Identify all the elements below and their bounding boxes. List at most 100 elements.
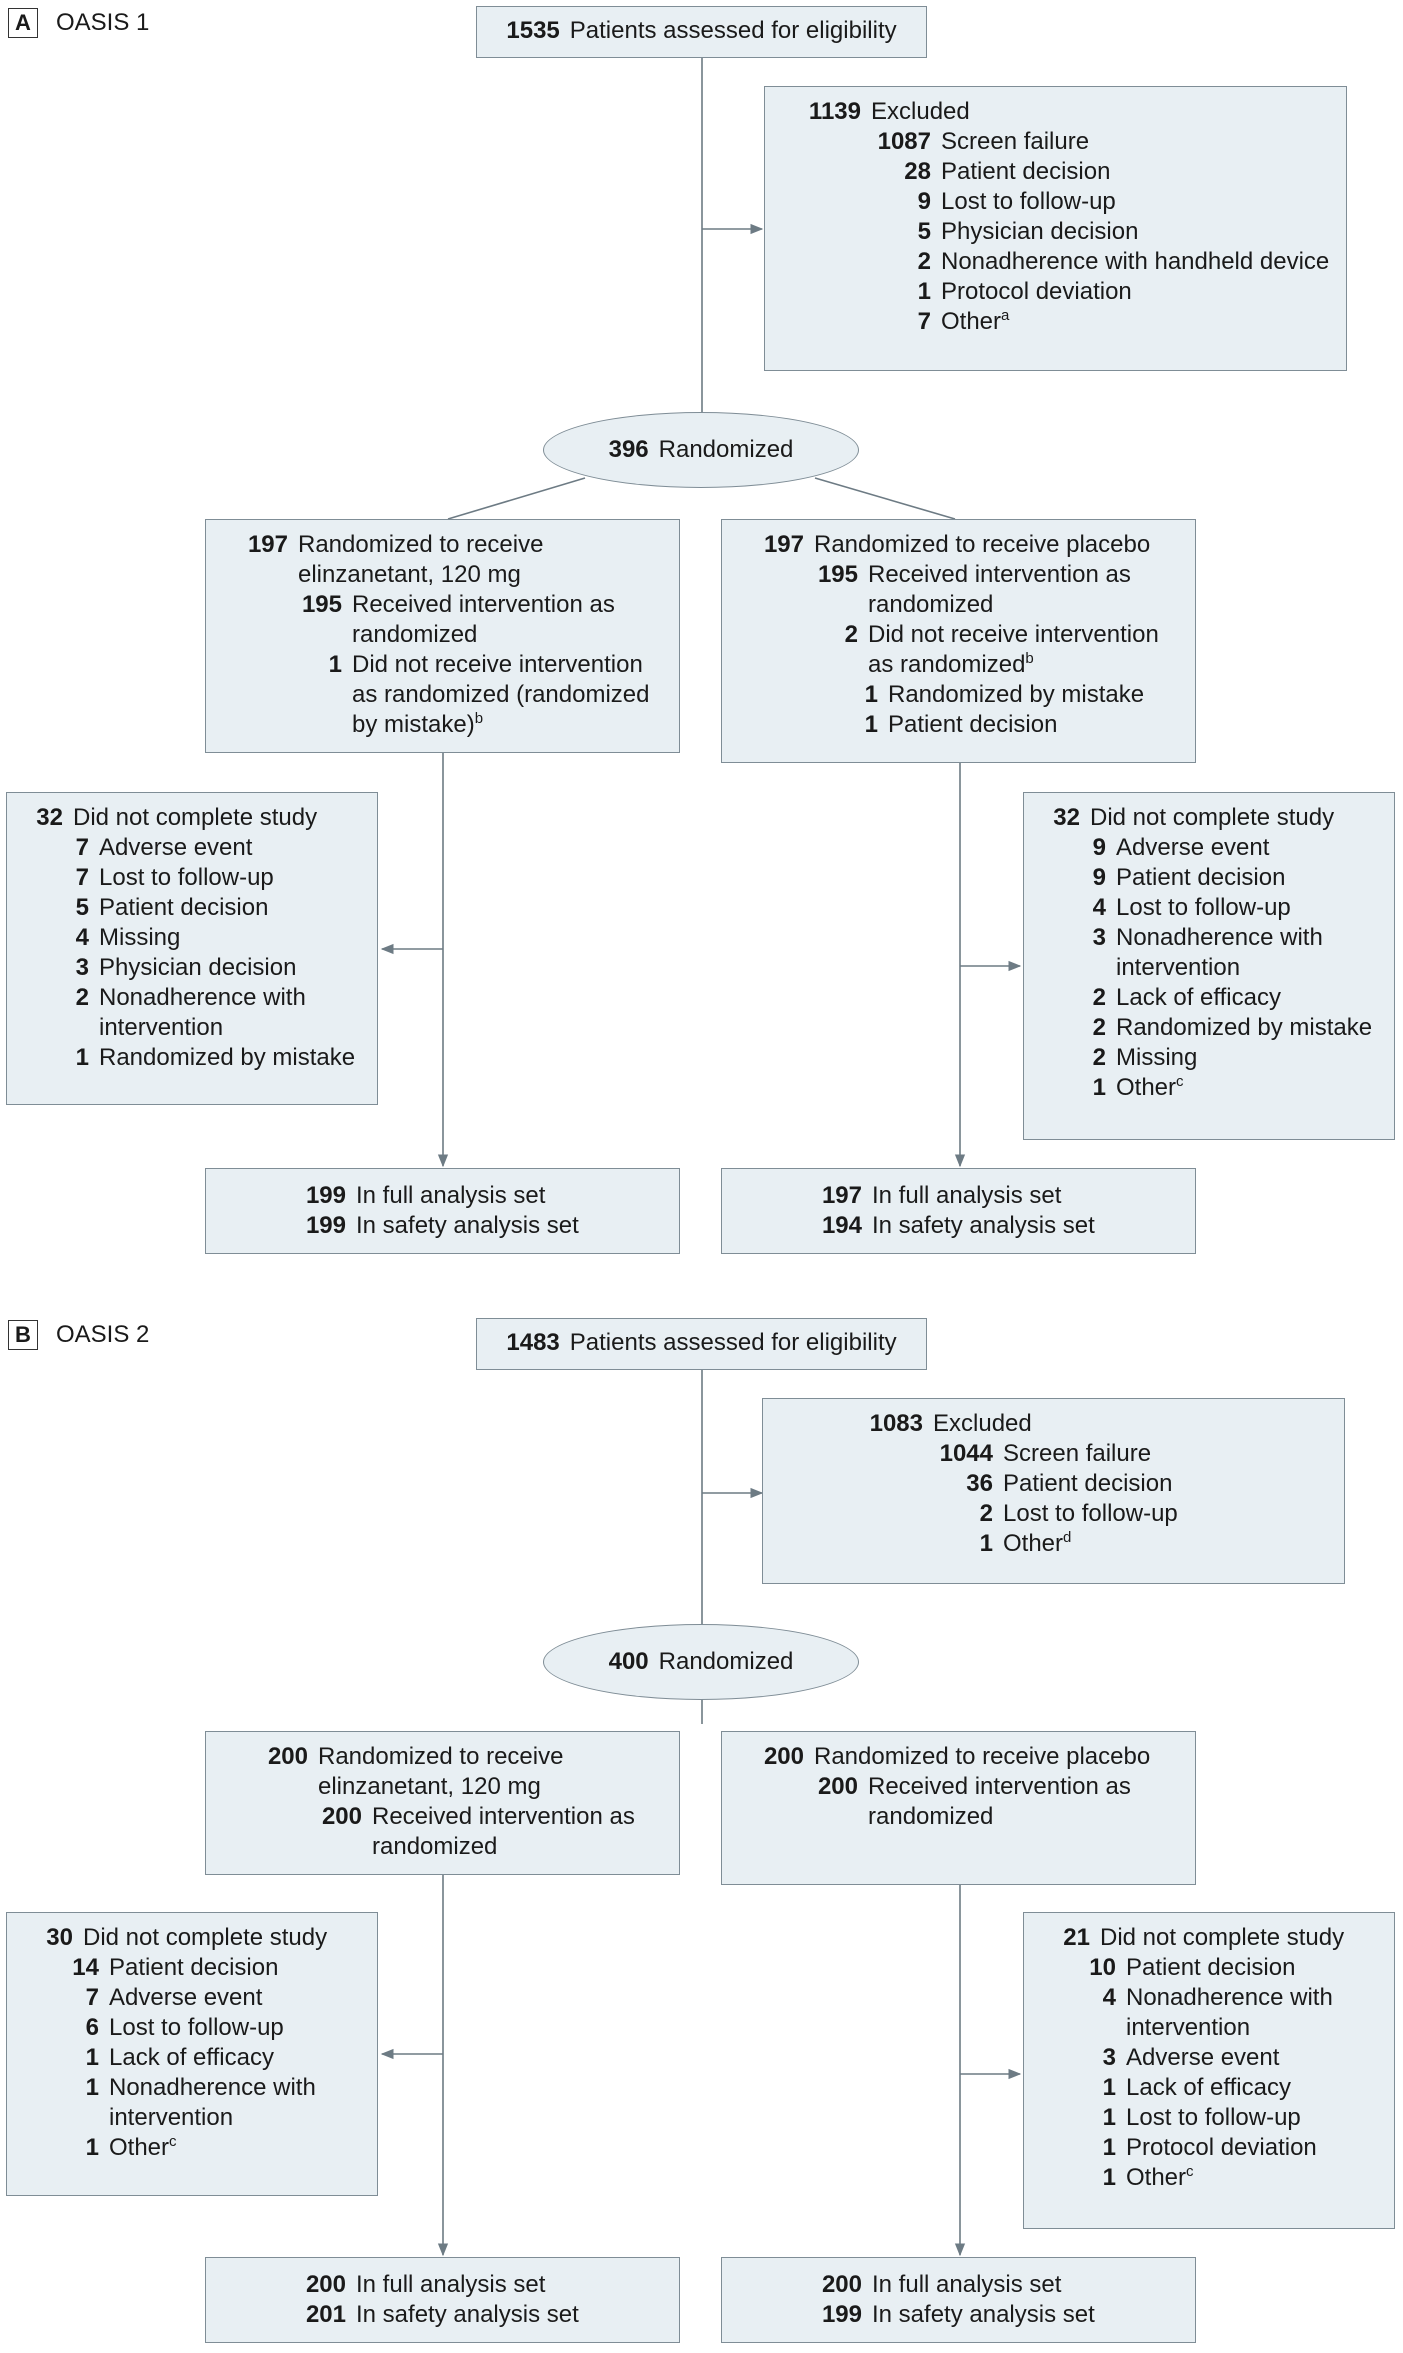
analysis-item-count: 199 xyxy=(305,1182,346,1209)
dropout-reason-count: 2 xyxy=(75,984,89,1011)
analysis-item-label: In full analysis set xyxy=(862,1181,1195,1211)
analysis-item-label: In safety analysis set xyxy=(346,2300,679,2330)
excluded-reason-label: Nonadherence with handheld device xyxy=(931,247,1346,277)
analysis-item-count: 200 xyxy=(305,2271,346,2298)
analysis-item-label: In safety analysis set xyxy=(862,1211,1195,1241)
analysis-item-text: In safety analysis set xyxy=(356,1212,579,1239)
analysis-item-text: In full analysis set xyxy=(356,2271,546,2298)
arm-sub-item-count: 200 xyxy=(817,1773,858,1800)
excluded-reason-text: Patient decision xyxy=(1003,1470,1173,1497)
dropout-reason-text: Randomized by mistake xyxy=(99,1044,356,1071)
dropout-reason-count: 2 xyxy=(1092,984,1106,1011)
dropout-reason-label: Lost to follow-up xyxy=(1106,893,1386,923)
analysis-item-text: In safety analysis set xyxy=(872,1212,1095,1239)
dropout-reason-count: 1 xyxy=(1102,2104,1116,2131)
arm-sub-item-label: Received intervention as randomized xyxy=(858,560,1183,620)
dropout-reason-label: Patient decision xyxy=(99,1953,369,1983)
randomized-label: Randomized xyxy=(658,436,794,463)
arm-sub-item-label: Received intervention as randomized xyxy=(858,1772,1183,1832)
arm-right-connector xyxy=(814,477,956,520)
dropout-reason-label: Physician decision xyxy=(89,953,369,983)
dropout-reason-label: Randomized by mistake xyxy=(89,1043,369,1073)
analysis-item-label: In full analysis set xyxy=(346,1181,679,1211)
randomized-oval-a: 396 Randomized xyxy=(543,412,859,488)
dropout-reason-text: Lack of efficacy xyxy=(1126,2074,1291,2101)
analysis-item-count: 201 xyxy=(305,2301,346,2328)
dropout-reason-count: 14 xyxy=(72,1954,99,1981)
dropout-reason-text: Other xyxy=(1126,2164,1187,2191)
excluded-reason-label: Protocol deviation xyxy=(931,277,1346,307)
excluded-reason-text: Patient decision xyxy=(941,158,1111,185)
dropout-reason-count: 1 xyxy=(85,2044,99,2071)
analysis-item: 199 In full analysis set xyxy=(296,1181,679,1211)
dropout-reason-count: 1 xyxy=(1102,2164,1116,2191)
dropout-total-label: Did not complete study xyxy=(1090,1923,1386,1953)
arm-total-label: Randomized to receive placebo xyxy=(804,1742,1183,1772)
arm-total-label: Randomized to receive elinzanetant, 120 … xyxy=(288,530,667,590)
footnote-marker: b xyxy=(474,710,484,727)
arm-total-count: 200 xyxy=(763,1743,804,1770)
excluded-reason-count: 1 xyxy=(917,278,931,305)
arm-sub-item-label: Received intervention as randomized xyxy=(342,590,667,650)
excluded-reason-count: 2 xyxy=(917,248,931,275)
excluded-reason-text: Screen failure xyxy=(941,128,1090,155)
dropout-reason-count: 3 xyxy=(1102,2044,1116,2071)
dropout-reason-count: 9 xyxy=(1092,864,1106,891)
arm-total-count: 200 xyxy=(267,1743,308,1770)
excluded-reason-text: Physician decision xyxy=(941,218,1139,245)
dropout-total-label: Did not complete study xyxy=(1080,803,1386,833)
panel-b-title: OASIS 2 xyxy=(56,1321,150,1348)
dropout-reason-text: Patient decision xyxy=(99,894,269,921)
dropout-reason: 5 Patient decision xyxy=(27,893,369,923)
arm-total-label: Randomized to receive placebo xyxy=(804,530,1183,560)
assessed-label: Patients assessed for eligibility xyxy=(569,17,897,44)
dropout-total-count: 32 xyxy=(36,804,63,831)
arm-sub-item-label: Did not receive intervention as randomiz… xyxy=(858,620,1183,680)
arm-sub-item-count: 195 xyxy=(817,561,858,588)
excluded-reason-label: Screen failure xyxy=(993,1439,1344,1469)
dropout-reason-label: Nonadherence with intervention xyxy=(1106,923,1386,983)
excluded-reason-label: Lost to follow-up xyxy=(931,187,1346,217)
analysis-item-text: In full analysis set xyxy=(356,1182,546,1209)
analysis-elinzanetant-box-a: 199 In full analysis set 199 In safety anal… xyxy=(205,1168,680,1254)
randomized-label: Randomized xyxy=(658,1648,794,1675)
dropout-reason-count: 5 xyxy=(75,894,89,921)
footnote-marker: b xyxy=(1025,650,1034,667)
assessed-box-b: 1483 Patients assessed for eligibility xyxy=(476,1318,927,1370)
arm-sub-item-count: 2 xyxy=(844,621,858,648)
analysis-item-label: In full analysis set xyxy=(346,2270,679,2300)
analysis-item-count: 199 xyxy=(305,1212,346,1239)
excluded-reason-label: Patient decision xyxy=(993,1469,1344,1499)
